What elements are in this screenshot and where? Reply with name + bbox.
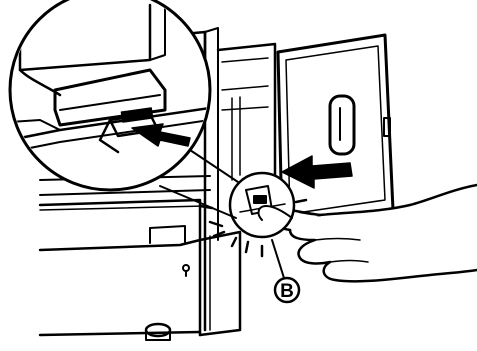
latch-target-circle bbox=[230, 173, 294, 237]
callout-b: B bbox=[272, 240, 299, 302]
door-handle-icon bbox=[330, 96, 354, 154]
callout-b-label: B bbox=[280, 281, 294, 302]
push-arrow-icon bbox=[282, 156, 352, 188]
open-door bbox=[278, 35, 393, 225]
magnified-detail bbox=[10, 0, 210, 190]
hinge-icon bbox=[384, 118, 390, 136]
